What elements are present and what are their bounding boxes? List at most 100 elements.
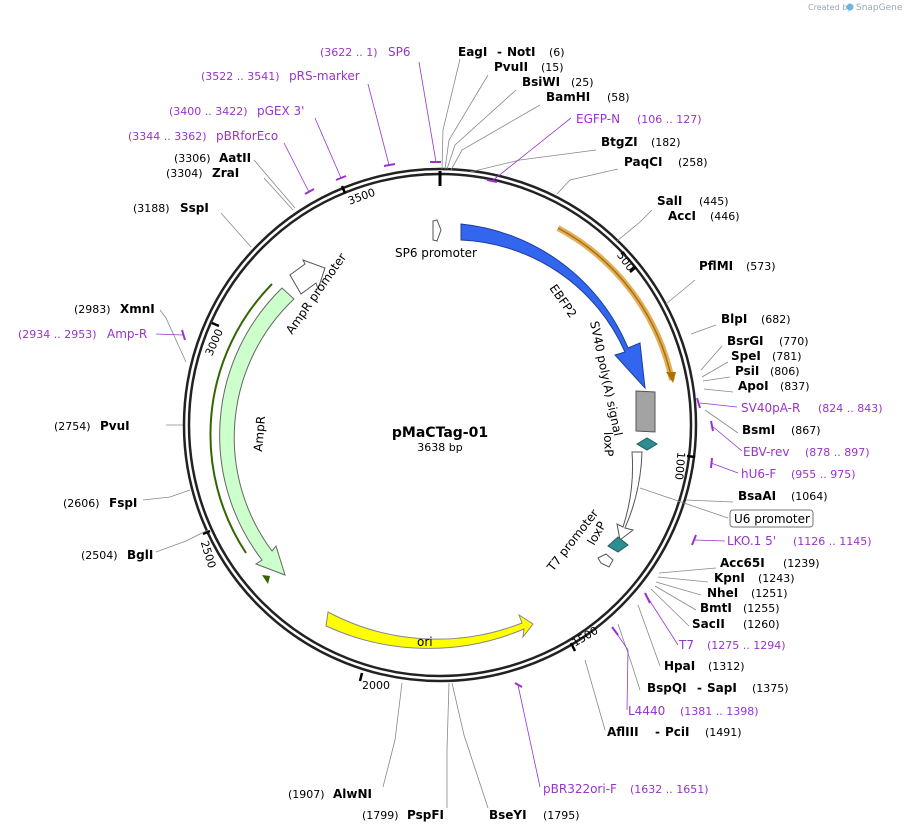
enzyme-pos-bsmi: (867) <box>791 424 821 437</box>
primer-range-l4440: (1381 .. 1398) <box>680 705 759 718</box>
enzyme-label-zrai[interactable]: ZraI <box>212 166 239 180</box>
primer-label-t7[interactable]: T7 <box>678 638 694 652</box>
primer-label-ebv-rev[interactable]: EBV-rev <box>743 445 789 459</box>
enzyme-label-sali[interactable]: SalI <box>657 194 682 208</box>
primer-label-hu6-f[interactable]: hU6-F <box>741 467 776 481</box>
ori-label: ori <box>417 635 433 649</box>
primer-label-sv40pa-r[interactable]: SV40pA-R <box>741 401 800 415</box>
enzyme-label-pvuii[interactable]: PvuII <box>494 60 528 74</box>
primer-range-hu6-f: (955 .. 975) <box>791 468 856 481</box>
enzyme-label-aatii[interactable]: AatII <box>219 151 251 165</box>
enzyme-label-bsaai[interactable]: BsaAI <box>738 489 776 503</box>
ampr-feature[interactable] <box>219 287 295 576</box>
enzyme-pos-pvuii: (15) <box>541 61 564 74</box>
enzyme-pos-paqci: (258) <box>678 156 708 169</box>
primer-label-sp6[interactable]: SP6 <box>388 45 411 59</box>
enzyme-label-bseyi[interactable]: BseYI <box>489 808 527 822</box>
sv40-polya-feature[interactable] <box>635 390 656 433</box>
enzyme-label-acci[interactable]: AccI <box>668 209 696 223</box>
enzyme-dash-bspqi: - <box>697 681 702 695</box>
enzyme-label-pspfi[interactable]: PspFI <box>407 808 444 822</box>
enzyme-label-xmni[interactable]: XmnI <box>120 302 155 316</box>
credit-created-by: Created by <box>808 3 852 12</box>
sp6-promoter-feature[interactable] <box>432 219 442 242</box>
enzyme-pos-nhei: (1251) <box>751 587 788 600</box>
enzyme-pos-zrai: (3304) <box>166 167 203 180</box>
orf-arc <box>556 225 675 381</box>
enzyme-label-pflmi[interactable]: PflMI <box>699 259 733 273</box>
primer-label-pbrforeco[interactable]: pBRforEco <box>216 129 278 143</box>
enzyme-label-kpni[interactable]: KpnI <box>714 571 745 585</box>
primer-label-pgex[interactable]: pGEX 3' <box>257 104 304 118</box>
enzyme-label-sapi[interactable]: SapI <box>707 681 737 695</box>
enzyme-label-bsiwi[interactable]: BsiWI <box>522 75 560 89</box>
primer-label-l4440[interactable]: L4440 <box>628 704 665 718</box>
enzyme-dash-eagi: - <box>497 45 502 59</box>
loxp-feature-1[interactable] <box>636 437 658 451</box>
enzyme-label-noti[interactable]: NotI <box>507 45 536 59</box>
enzyme-pos-pvui: (2754) <box>54 420 91 433</box>
enzyme-label-spei[interactable]: SpeI <box>731 349 761 363</box>
enzyme-label-nhei[interactable]: NheI <box>707 586 738 600</box>
primer-range-pbr322ori-f: (1632 .. 1651) <box>630 783 709 796</box>
ebfp2-feature[interactable] <box>460 223 646 390</box>
enzyme-label-hpai[interactable]: HpaI <box>664 659 695 673</box>
primer-label-amp-r[interactable]: Amp-R <box>107 327 147 341</box>
primer-range-lko1: (1126 .. 1145) <box>793 535 872 548</box>
enzyme-label-alwni[interactable]: AlwNI <box>333 787 372 801</box>
primer-label-pbr322ori-f[interactable]: pBR322ori-F <box>543 782 617 796</box>
tick-marks <box>202 185 696 682</box>
enzyme-pos-sacii: (1260) <box>743 618 780 631</box>
enzyme-label-pcii[interactable]: PciI <box>665 725 690 739</box>
primer-range-prs-marker: (3522 .. 3541) <box>201 70 280 83</box>
tick-label-2000: 2000 <box>362 679 390 692</box>
primer-label-prs-marker[interactable]: pRS-marker <box>289 69 360 83</box>
loxp-feature-2[interactable] <box>607 536 629 553</box>
primer-label-egfp-n[interactable]: EGFP-N <box>576 112 620 126</box>
enzyme-label-bsmi[interactable]: BsmI <box>742 423 775 437</box>
enzyme-label-bgli[interactable]: BglI <box>127 548 153 562</box>
ampr-label: AmpR <box>251 415 268 452</box>
enzyme-label-afliii[interactable]: AflIII <box>607 725 639 739</box>
ebfp2-label: EBFP2 <box>547 282 580 321</box>
enzyme-pos-bspqi: (1375) <box>752 682 789 695</box>
enzyme-label-blpi[interactable]: BlpI <box>721 312 747 326</box>
enzyme-label-psii[interactable]: PsiI <box>735 364 759 378</box>
enzyme-pos-eagi: (6) <box>549 46 565 59</box>
enzyme-label-bspqi[interactable]: BspQI <box>647 681 687 695</box>
enzyme-label-bsrgi[interactable]: BsrGI <box>727 334 764 348</box>
enzyme-pos-bmti: (1255) <box>743 602 780 615</box>
primer-range-amp-r: (2934 .. 2953) <box>18 328 97 341</box>
enzyme-label-bamhi[interactable]: BamHI <box>546 90 590 104</box>
plasmid-length: 3638 bp <box>417 441 462 454</box>
loxp-label-1: loxP <box>601 432 616 457</box>
orf-arrowhead <box>666 372 676 383</box>
primer-range-t7: (1275 .. 1294) <box>707 639 786 652</box>
enzyme-label-paqci[interactable]: PaqCI <box>624 155 662 169</box>
enzyme-label-eagi[interactable]: EagI <box>458 45 487 59</box>
enzyme-label-sspi[interactable]: SspI <box>180 201 209 215</box>
enzyme-pos-bseyi: (1795) <box>543 809 580 822</box>
enzyme-pos-psii: (806) <box>770 365 800 378</box>
credit-brand: SnapGene <box>856 3 903 13</box>
enzyme-label-apoi[interactable]: ApoI <box>738 379 769 393</box>
t7-promoter-feature[interactable] <box>597 553 614 568</box>
enzyme-pos-bsrgi: (770) <box>779 335 809 348</box>
ampr-promoter-feature[interactable] <box>289 259 326 295</box>
enzyme-label-fspi[interactable]: FspI <box>109 496 137 510</box>
enzyme-pos-blpi: (682) <box>761 313 791 326</box>
enzyme-label-pvui[interactable]: PvuI <box>100 419 130 433</box>
u6-promoter-feature[interactable] <box>616 451 643 541</box>
enzyme-label-sacii[interactable]: SacII <box>692 617 725 631</box>
tick-label-1500: 1500 <box>570 624 601 650</box>
ori-feature[interactable] <box>325 611 534 649</box>
enzyme-label-btgzi[interactable]: BtgZI <box>601 135 638 149</box>
primer-leader-lines <box>155 61 743 788</box>
enzyme-label-acc65i[interactable]: Acc65I <box>720 556 765 570</box>
primer-range-sv40pa-r: (824 .. 843) <box>818 402 883 415</box>
enzyme-label-bmti[interactable]: BmtI <box>700 601 732 615</box>
primer-label-lko1[interactable]: LKO.1 5' <box>727 534 776 548</box>
enzyme-pos-alwni: (1907) <box>288 788 325 801</box>
enzyme-pos-xmni: (2983) <box>74 303 111 316</box>
enzyme-pos-hpai: (1312) <box>708 660 745 673</box>
